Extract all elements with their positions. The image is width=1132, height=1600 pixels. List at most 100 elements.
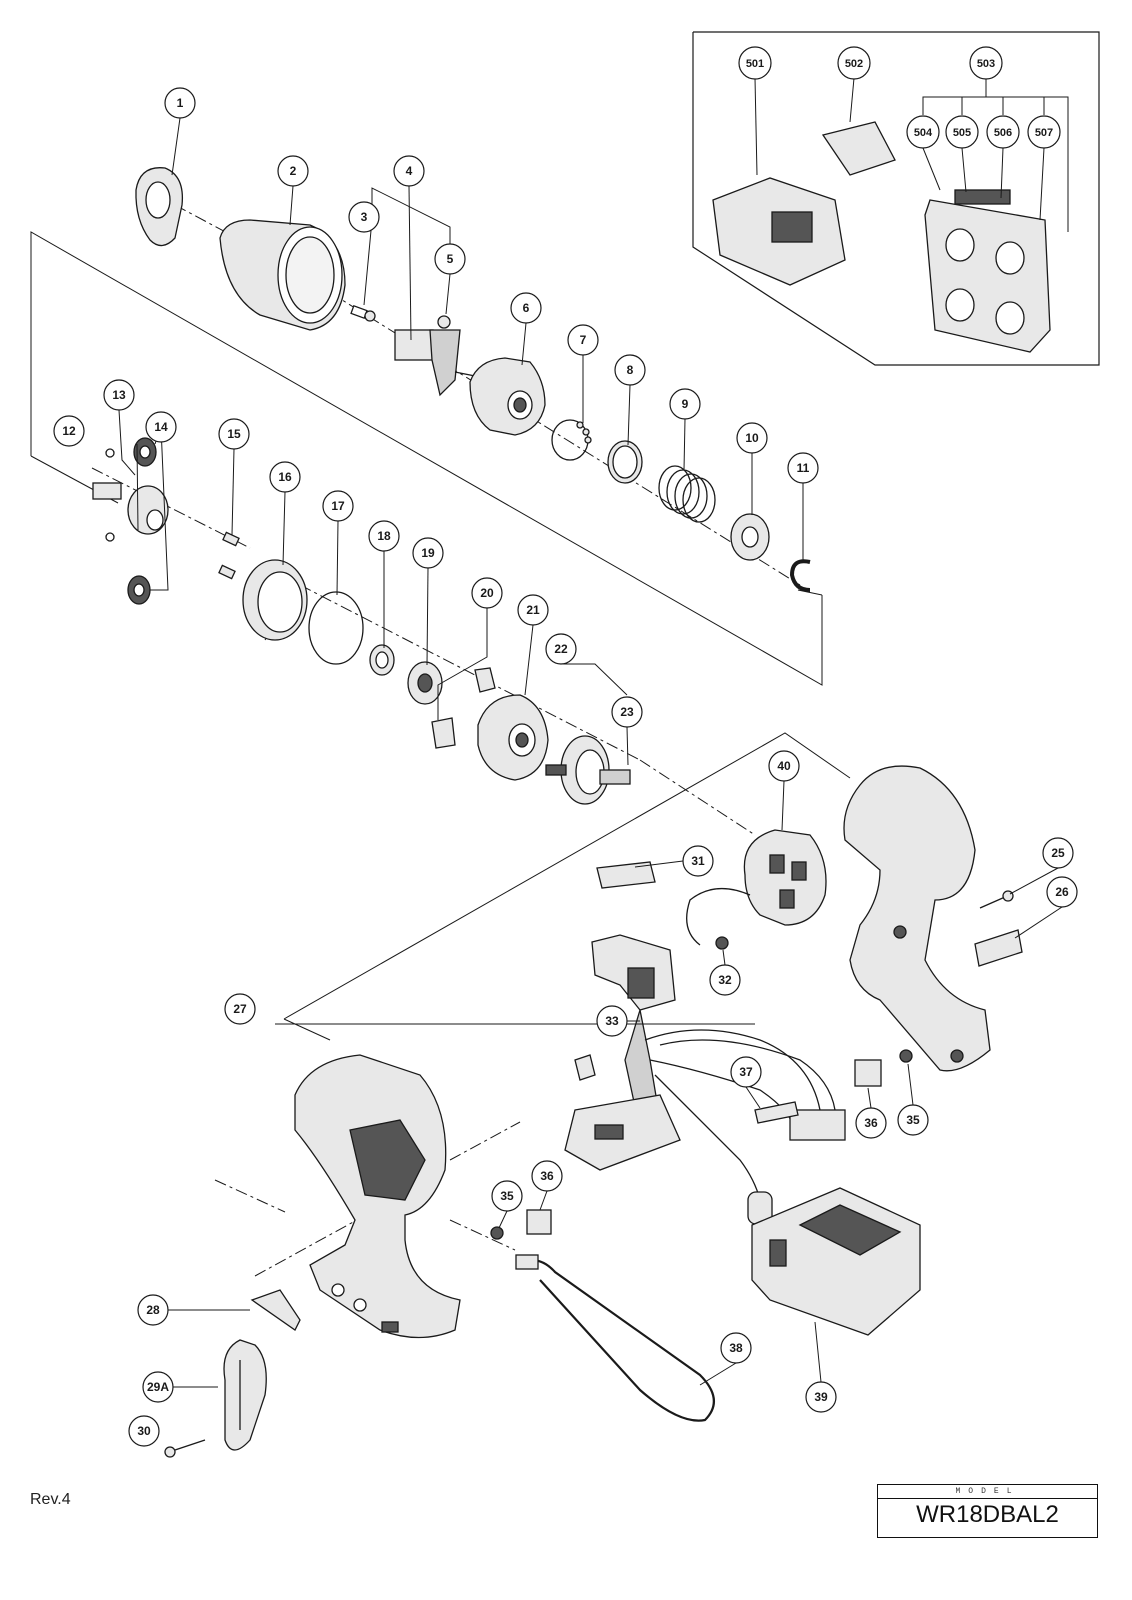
callout-16: 16 <box>269 461 301 493</box>
part-stator <box>743 829 827 926</box>
callout-30: 30 <box>128 1415 160 1447</box>
part-retaining-ring <box>789 559 811 592</box>
part-name-plate <box>974 929 1023 967</box>
part-o-ring <box>308 591 364 665</box>
callout-22: 22 <box>545 633 577 665</box>
callout-28: 28 <box>137 1294 169 1326</box>
callout-31: 31 <box>682 845 714 877</box>
svg-text:18: 18 <box>377 529 391 543</box>
part-steel-balls <box>551 419 592 461</box>
callout-26: 26 <box>1046 876 1078 908</box>
svg-text:6: 6 <box>523 301 530 315</box>
part-front-cap <box>135 167 184 247</box>
svg-text:29A: 29A <box>147 1380 169 1394</box>
callout-5: 5 <box>434 243 466 275</box>
callouts: 1 2 3 4 5 6 7 8 9 10 11 12 13 14 15 16 1… <box>53 46 1078 1447</box>
svg-text:33: 33 <box>605 1014 619 1028</box>
part-cover <box>477 694 549 781</box>
callout-4: 4 <box>393 155 425 187</box>
svg-text:36: 36 <box>864 1116 878 1130</box>
svg-text:3: 3 <box>361 210 368 224</box>
svg-text:36: 36 <box>540 1169 554 1183</box>
callout-37: 37 <box>730 1056 762 1088</box>
part-housing-right <box>843 765 991 1072</box>
part-ball-bearing-19 <box>407 661 443 705</box>
callout-7: 7 <box>567 324 599 356</box>
svg-text:10: 10 <box>745 431 759 445</box>
callout-9: 9 <box>669 388 701 420</box>
part-switch <box>564 934 846 1225</box>
callout-2: 2 <box>277 155 309 187</box>
svg-text:37: 37 <box>739 1065 753 1079</box>
svg-text:507: 507 <box>1035 127 1053 139</box>
callout-23: 23 <box>611 696 643 728</box>
revision-label: Rev.4 <box>30 1491 71 1508</box>
svg-text:38: 38 <box>729 1341 743 1355</box>
leader-lines <box>118 77 1069 1388</box>
callout-1: 1 <box>164 87 196 119</box>
svg-text:21: 21 <box>526 603 540 617</box>
part-internal-gear <box>242 559 308 641</box>
svg-text:15: 15 <box>227 427 241 441</box>
part-hammer <box>469 357 546 436</box>
callout-502: 502 <box>837 46 871 80</box>
part-rotor <box>545 735 631 805</box>
part-terminal-cover <box>821 121 896 176</box>
svg-text:20: 20 <box>480 586 494 600</box>
svg-text:11: 11 <box>797 461 810 475</box>
svg-text:4: 4 <box>406 164 413 178</box>
callout-501: 501 <box>738 46 772 80</box>
callout-12: 12 <box>53 415 85 447</box>
svg-text:12: 12 <box>62 424 76 438</box>
callout-505: 505 <box>945 115 979 149</box>
svg-text:26: 26 <box>1055 885 1069 899</box>
part-housing-left <box>294 1054 461 1339</box>
svg-text:13: 13 <box>112 388 126 402</box>
part-needles <box>218 531 240 580</box>
svg-text:35: 35 <box>906 1113 920 1127</box>
svg-text:31: 31 <box>691 854 705 868</box>
part-tapping-screw-25 <box>979 890 1014 909</box>
callout-33: 33 <box>596 1005 628 1037</box>
part-charger <box>712 177 846 286</box>
part-hook <box>223 1339 267 1451</box>
svg-text:5: 5 <box>447 252 454 266</box>
part-screw-3 <box>350 305 376 322</box>
svg-text:16: 16 <box>278 470 292 484</box>
callout-35-left: 35 <box>491 1180 523 1212</box>
callout-8: 8 <box>614 354 646 386</box>
part-lead-wire <box>686 887 751 946</box>
part-blocks-20 <box>431 667 496 749</box>
model-divider <box>878 1498 1097 1499</box>
part-washer-18 <box>369 644 395 676</box>
callout-503: 503 <box>969 46 1003 80</box>
svg-text:39: 39 <box>814 1390 828 1404</box>
svg-text:7: 7 <box>580 333 587 347</box>
callout-19: 19 <box>412 537 444 569</box>
svg-text:40: 40 <box>777 759 791 773</box>
callout-507: 507 <box>1027 115 1061 149</box>
callout-10: 10 <box>736 422 768 454</box>
part-hammer-case <box>219 219 346 331</box>
callout-40: 40 <box>768 750 800 782</box>
svg-text:22: 22 <box>554 642 568 656</box>
callout-38: 38 <box>720 1332 752 1364</box>
svg-text:14: 14 <box>154 420 168 434</box>
callout-11: 11 <box>787 452 819 484</box>
svg-text:8: 8 <box>627 363 634 377</box>
part-label-31 <box>596 861 656 889</box>
assembly-guide-lines <box>30 231 851 1041</box>
part-screw-30 <box>164 1439 206 1458</box>
svg-text:32: 32 <box>718 973 732 987</box>
svg-text:28: 28 <box>146 1303 160 1317</box>
model-number: WR18DBAL2 <box>916 1501 1059 1528</box>
svg-text:30: 30 <box>137 1424 151 1438</box>
callout-506: 506 <box>986 115 1020 149</box>
part-magnet-right <box>854 1059 882 1087</box>
svg-text:19: 19 <box>421 546 435 560</box>
part-sponge-37 <box>754 1101 799 1124</box>
part-washer-8 <box>607 440 643 484</box>
part-nut-right <box>899 1049 913 1063</box>
part-washer-10 <box>730 513 770 561</box>
